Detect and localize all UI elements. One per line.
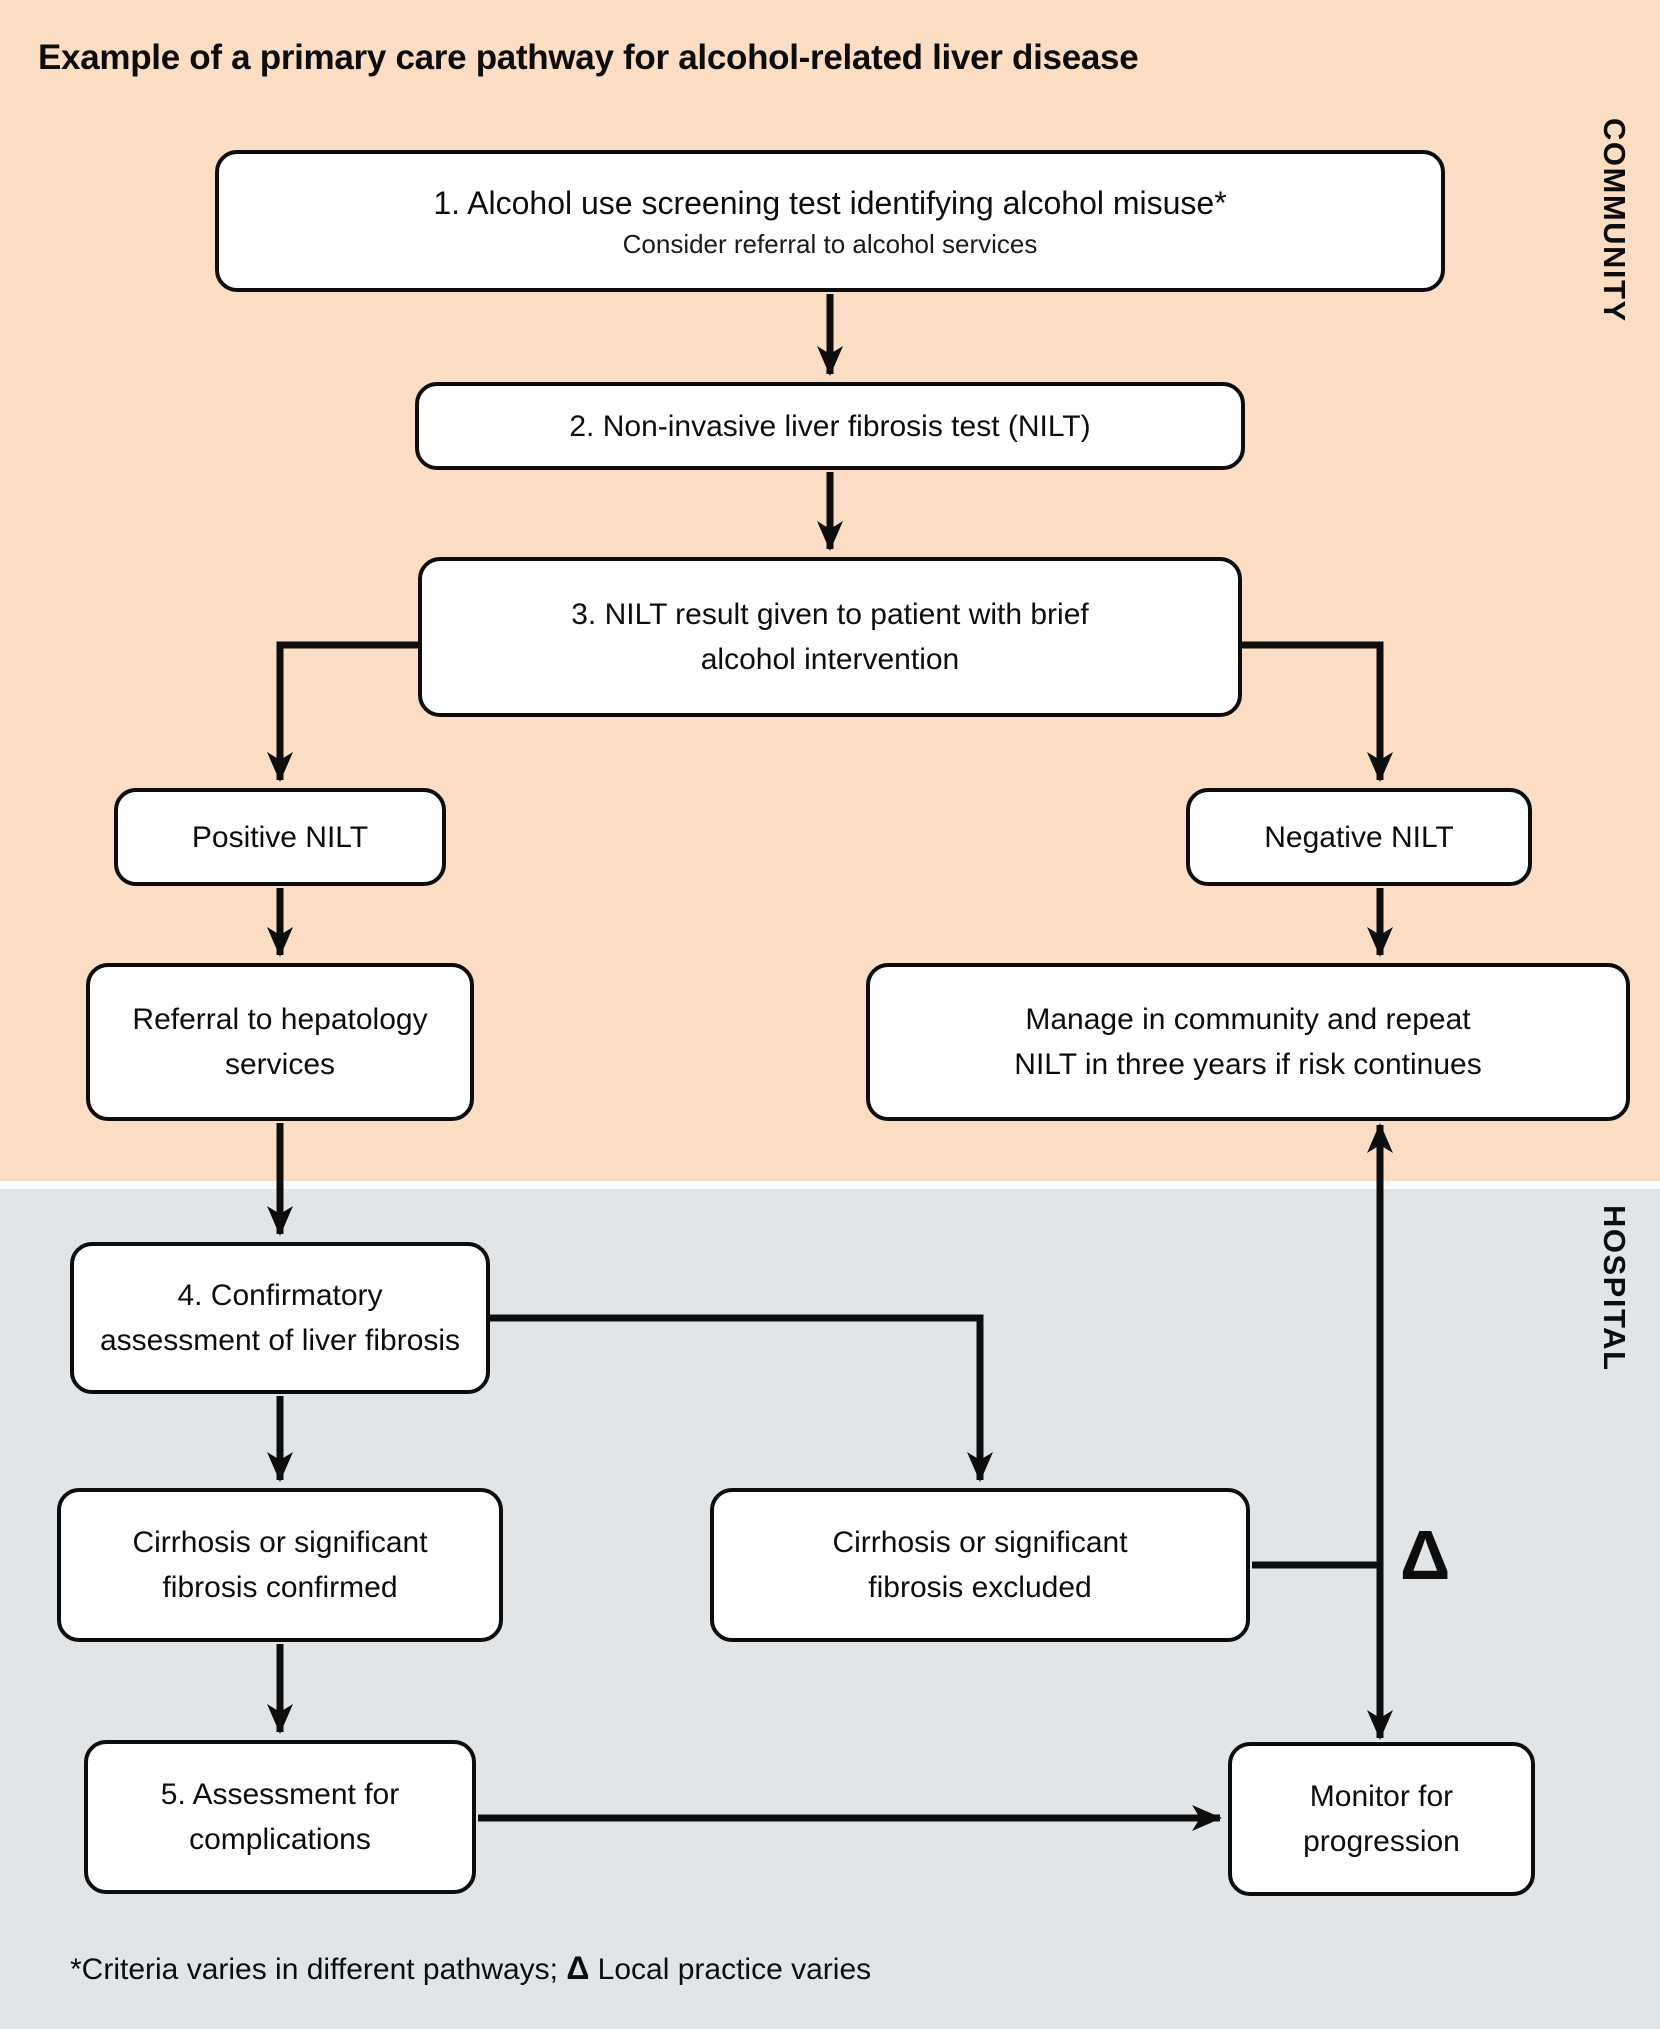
node-negative-nilt: Negative NILT [1186,788,1532,886]
footnote: *Criteria varies in different pathways; … [70,1948,871,1990]
hospital-section-label: HOSPITAL [1597,1205,1632,1372]
node-monitor-progression: Monitor for progression [1228,1742,1535,1896]
page-title: Example of a primary care pathway for al… [38,38,1139,77]
arrow-step3-to-positive [267,641,418,782]
node-referral-label: Referral to hepatology services [132,1003,428,1081]
node-step2-label: 2. Non-invasive liver fibrosis test (NIL… [569,409,1091,443]
node-monitor-label: Monitor for progression [1303,1780,1460,1858]
footnote-delta-icon: Δ [566,1950,590,1986]
node-step1-screening: 1. Alcohol use screening test identifyin… [215,150,1445,292]
node-step4-confirmatory: 4. Confirmatory assessment of liver fibr… [70,1242,490,1394]
node-manage-label: Manage in community and repeat NILT in t… [1014,1003,1482,1081]
node-manage-community: Manage in community and repeat NILT in t… [866,963,1630,1121]
footnote-local-practice-text: Local practice varies [589,1953,872,1986]
node-confirmed-label: Cirrhosis or significant fibrosis confir… [132,1526,428,1604]
arrow-step4-to-excluded [490,1314,993,1482]
node-step2-nilt-test: 2. Non-invasive liver fibrosis test (NIL… [415,382,1245,470]
footnote-criteria-text: *Criteria varies in different pathways; [70,1953,567,1986]
node-positive-nilt: Positive NILT [114,788,446,886]
node-step1-note: Consider referral to alcohol services [622,229,1038,260]
node-step4-label: 4. Confirmatory assessment of liver fibr… [99,1279,461,1357]
arrow-step3-to-negative [1242,641,1393,782]
node-fibrosis-excluded: Cirrhosis or significant fibrosis exclud… [710,1488,1250,1642]
node-excluded-label: Cirrhosis or significant fibrosis exclud… [832,1526,1128,1604]
community-section-label: COMMUNITY [1597,118,1632,323]
node-step5-label: 5. Assessment for complications [160,1778,400,1856]
node-step1-label: 1. Alcohol use screening test identifyin… [433,185,1227,222]
delta-local-practice-icon: Δ [1400,1516,1451,1594]
node-fibrosis-confirmed: Cirrhosis or significant fibrosis confir… [57,1488,503,1642]
node-negative-label: Negative NILT [1264,820,1454,854]
node-step3-label: 3. NILT result given to patient with bri… [571,598,1089,676]
node-referral-hepatology: Referral to hepatology services [86,963,474,1121]
node-positive-label: Positive NILT [191,820,369,854]
node-step5-complications: 5. Assessment for complications [84,1740,476,1894]
node-step3-result-intervention: 3. NILT result given to patient with bri… [418,557,1242,717]
